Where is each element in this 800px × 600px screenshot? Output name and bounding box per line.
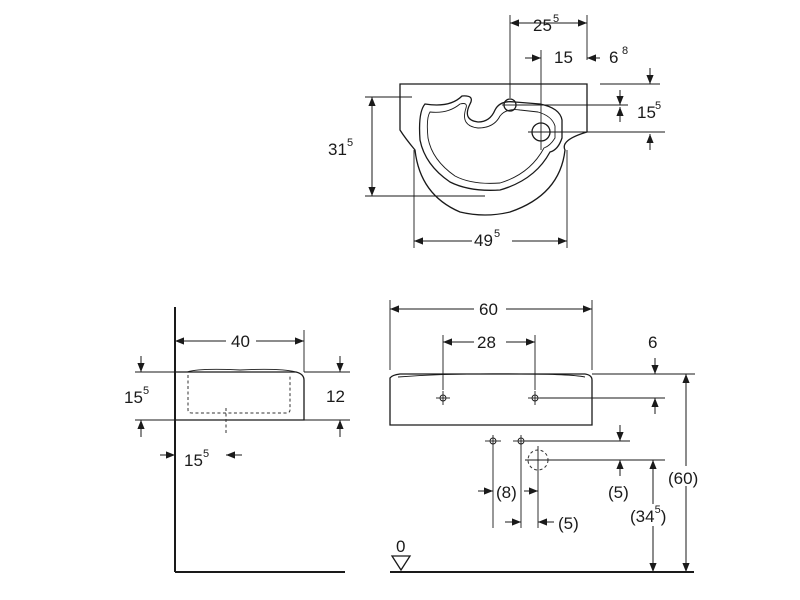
trap-marker-left: [485, 435, 501, 452]
dim-label-tap-depth: 15: [637, 103, 656, 122]
dim-label-hole-height: 6: [648, 333, 657, 352]
dim-sup-wall-gap: 5: [203, 448, 209, 460]
dim-label-height-inner: 12: [326, 387, 345, 406]
dim-label-total-height: (60): [668, 469, 698, 488]
dim-label-edge-offset: 6: [609, 48, 618, 67]
dim-label-depth: 31: [328, 140, 347, 159]
front-view: 60 28 6 (60): [389, 298, 706, 573]
dim-sup-width-outer: 5: [553, 13, 559, 25]
front-tap-hole-right: [528, 391, 542, 405]
dim-label-side-width: 40: [231, 332, 250, 351]
dim-label-drain-height: (345): [630, 504, 666, 526]
dim-label-offset-a: (8): [496, 483, 517, 502]
front-basin-outline: [389, 373, 593, 426]
dim-sup-tap-depth: 5: [655, 100, 661, 112]
side-basin-profile: [175, 371, 305, 421]
trap-marker-right: [513, 435, 529, 452]
dim-label-offset-c: (5): [608, 483, 629, 502]
dim-label-wall-gap: 15: [184, 451, 203, 470]
dim-sup-height-outer: 5: [143, 385, 149, 397]
side-view: 40 15 5 12 15 5: [124, 307, 350, 573]
dim-sup-width: 5: [494, 228, 500, 240]
dim-sup-depth: 5: [347, 137, 353, 149]
floor-level-label: 0: [396, 537, 405, 556]
dim-label-width-outer: 25: [533, 16, 552, 35]
basin-outer-outline: [399, 83, 588, 216]
dim-label-hole-spacing: 28: [477, 333, 496, 352]
dim-label-tap-offset: 15: [554, 48, 573, 67]
basin-inner-rim: [426, 103, 556, 184]
top-view: 25 5 15 6 8 15 5 31 5 49 5: [328, 13, 665, 250]
dim-label-width: 49: [474, 231, 493, 250]
floor-level-marker: [390, 555, 412, 572]
dim-label-offset-b: (5): [558, 514, 579, 533]
front-tap-hole-left: [436, 391, 450, 405]
basin-inner-bowl: [418, 95, 563, 191]
drain-outlet-marker: [525, 446, 551, 474]
dim-label-front-width: 60: [479, 300, 498, 319]
dim-sup-edge-offset: 8: [622, 45, 628, 57]
side-basin-inner-dashed: [187, 375, 291, 414]
dim-label-height-outer: 15: [124, 388, 143, 407]
